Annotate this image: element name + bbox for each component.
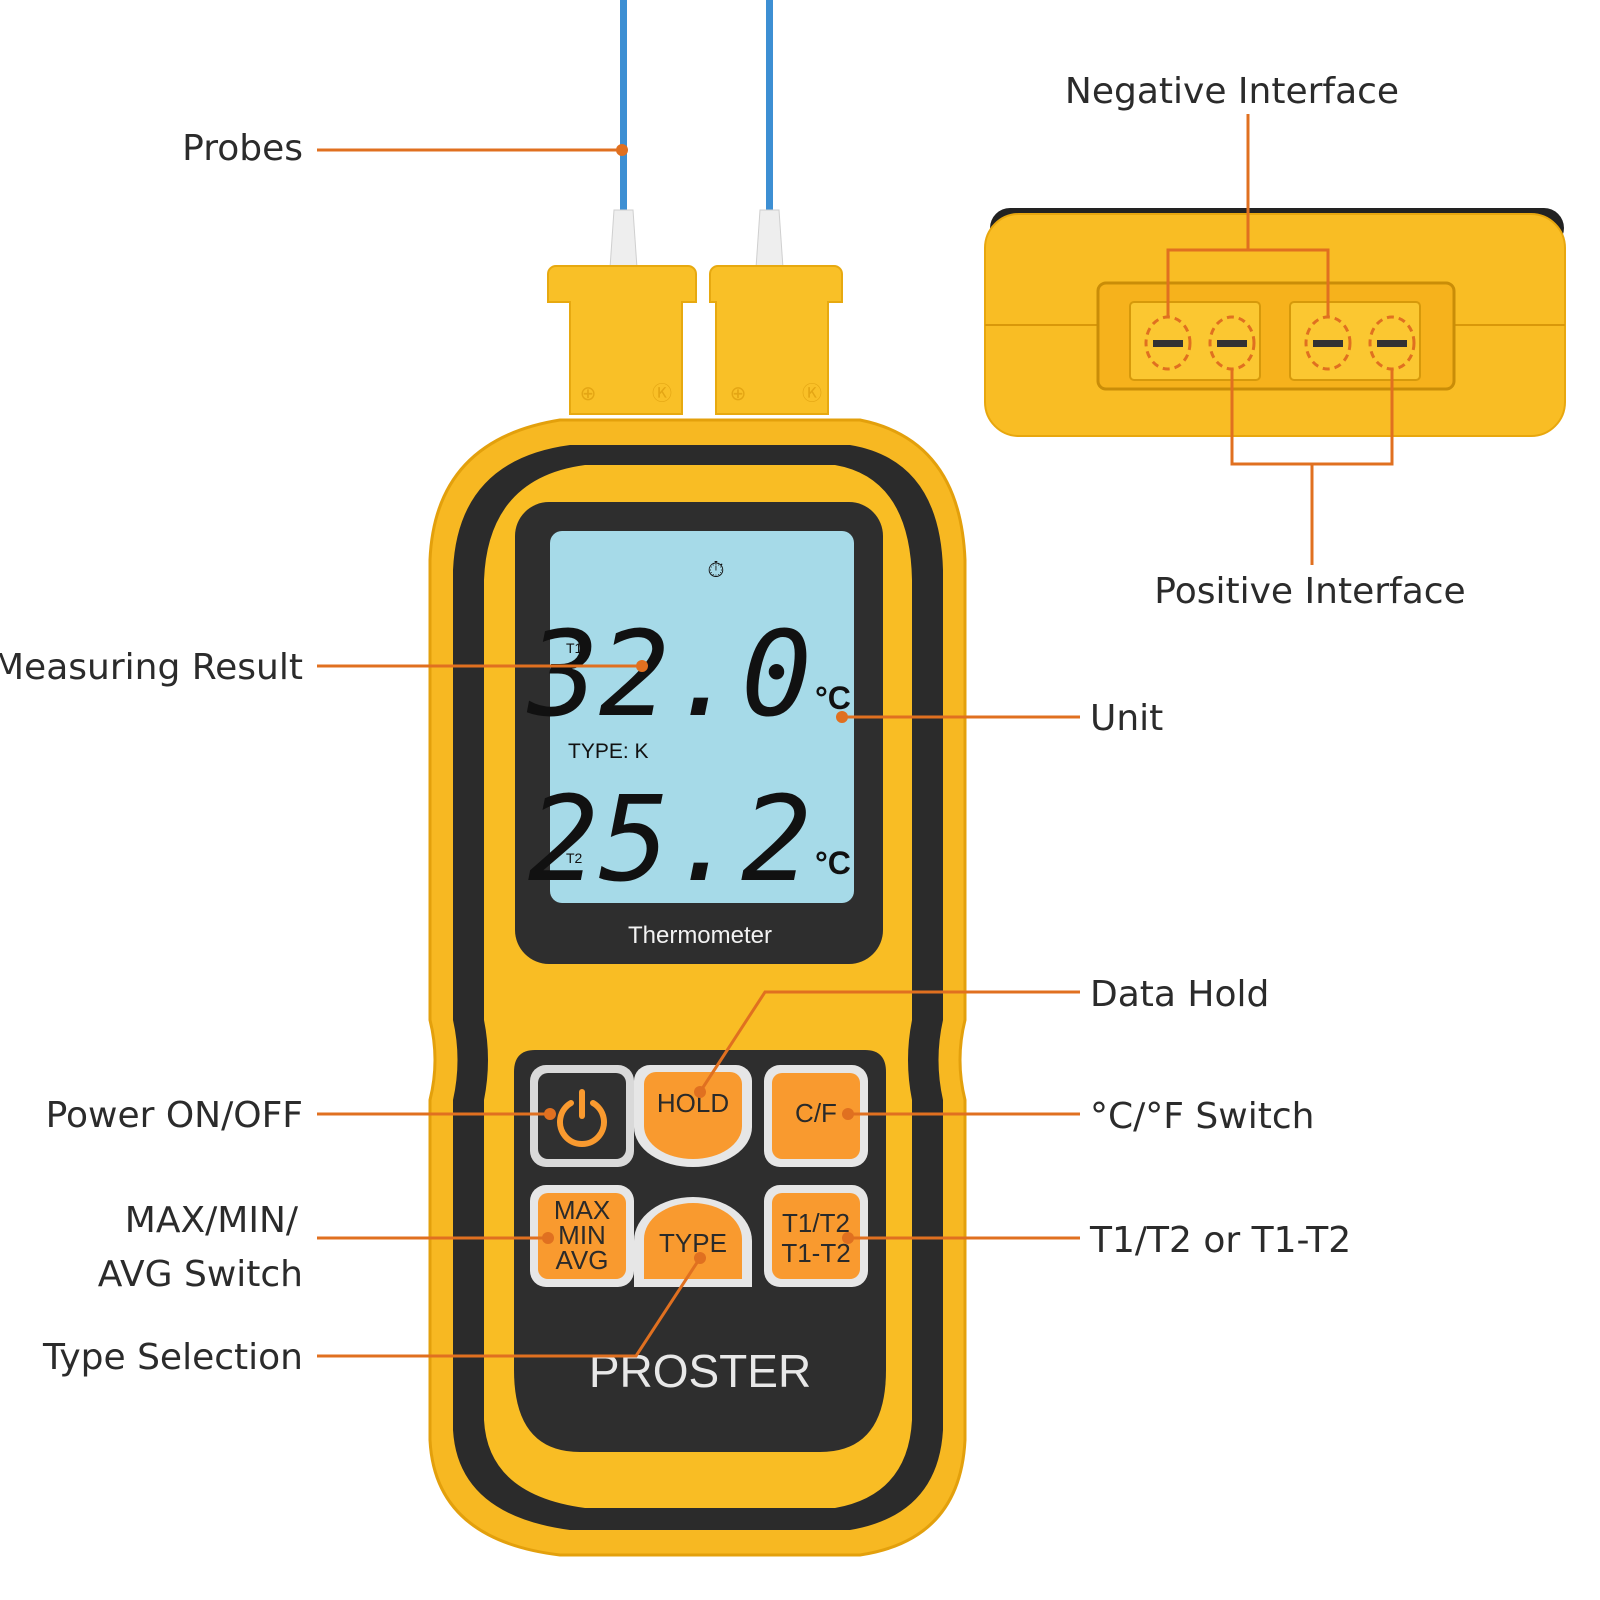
dot-probes	[616, 144, 628, 156]
lcd-type-text: TYPE: K	[568, 740, 649, 763]
lcd-t2-unit: °C	[815, 845, 851, 881]
type-button[interactable]: TYPE	[634, 1197, 752, 1287]
power-icon	[557, 1089, 607, 1148]
label-positive-interface: Positive Interface	[1154, 571, 1465, 612]
probe-sleeve-left	[609, 209, 638, 269]
dot-maxminavg	[542, 1232, 554, 1244]
pin-pos-2	[1368, 315, 1416, 371]
lcd-t2-label: T2	[566, 850, 583, 866]
leader-negative-branch	[1166, 248, 1330, 318]
t1t2-label: T1/T2	[782, 1208, 850, 1238]
t1t2-button[interactable]: T1/T2 T1-T2	[764, 1185, 868, 1287]
lcd-t1-unit: °C	[815, 680, 851, 716]
pin-pos-1	[1208, 315, 1256, 371]
dot-power	[544, 1108, 556, 1120]
label-probes: Probes	[182, 128, 303, 169]
callout-labels: Probes Negative Interface Positive Inter…	[0, 71, 1466, 1378]
dot-t1t2	[842, 1232, 854, 1244]
hold-button[interactable]: HOLD	[634, 1065, 752, 1167]
slot-1	[1153, 340, 1183, 347]
inset-socket-right	[1289, 301, 1421, 381]
plug-k-right: Ⓚ	[802, 381, 822, 405]
top-view-inset	[984, 208, 1566, 437]
label-maxminavg-line1: MAX/MIN/	[125, 1200, 299, 1241]
label-cf-switch: °C/°F Switch	[1090, 1096, 1314, 1137]
hold-button-label: HOLD	[657, 1088, 729, 1118]
plug-k-left: Ⓚ	[652, 381, 672, 405]
leader-dots	[542, 144, 854, 1264]
label-data-hold: Data Hold	[1090, 974, 1269, 1015]
lcd-t1-label: T1	[566, 640, 583, 656]
label-power: Power ON/OFF	[46, 1095, 303, 1136]
label-maxminavg-line2: AVG Switch	[98, 1254, 303, 1295]
leader-lines	[317, 114, 1394, 1358]
lcd-content: ⏱ T1 32.0 °C TYPE: K T2 25.2 °C Thermome…	[526, 558, 851, 949]
label-measuring-result: Measuring Result	[0, 647, 303, 688]
probe-wire-left	[620, 0, 627, 215]
leader-data-hold	[698, 990, 1080, 1093]
maxminavg-button[interactable]: MAX MIN AVG	[530, 1185, 634, 1287]
leader-type-selection	[317, 1257, 702, 1358]
dot-cf	[842, 1108, 854, 1120]
keypad-buttons: HOLD C/F MAX MIN AVG TYPE T1/T2 T1-T2	[530, 1065, 868, 1397]
timer-icon: ⏱	[707, 558, 724, 583]
cf-button-label: C/F	[795, 1098, 837, 1128]
plug-plus-left: ⊕	[580, 381, 597, 405]
lcd-t2-value: 25.2	[528, 770, 812, 908]
dot-type-selection	[694, 1252, 706, 1264]
label-type-selection: Type Selection	[42, 1337, 303, 1378]
inset-socket-left	[1129, 301, 1261, 381]
label-negative-interface: Negative Interface	[1065, 71, 1399, 112]
power-button[interactable]	[530, 1065, 634, 1167]
dot-data-hold	[694, 1086, 706, 1098]
type-button-label: TYPE	[659, 1228, 727, 1258]
slot-2	[1217, 340, 1247, 347]
max-label: MAX	[554, 1195, 610, 1225]
dot-measuring-result	[636, 660, 648, 672]
brand-label: PROSTER	[589, 1345, 811, 1397]
label-unit: Unit	[1090, 698, 1163, 739]
t1minust2-label: T1-T2	[781, 1238, 850, 1268]
probe-sleeve-right	[755, 209, 784, 269]
avg-label: AVG	[556, 1245, 609, 1275]
lcd-t1-value: 32.0	[526, 605, 812, 743]
model-label: Thermometer	[628, 922, 772, 949]
slot-3	[1313, 340, 1343, 347]
label-t1t2: T1/T2 or T1-T2	[1089, 1220, 1351, 1261]
cf-button[interactable]: C/F	[764, 1065, 868, 1167]
slot-4	[1377, 340, 1407, 347]
probe-plug-right	[709, 265, 843, 415]
plug-plus-right: ⊕	[730, 381, 747, 405]
probes: ⊕ Ⓚ ⊕ Ⓚ	[547, 0, 843, 415]
lcd-screen	[550, 531, 854, 903]
probe-wire-right	[766, 0, 773, 215]
dot-unit	[836, 711, 848, 723]
probe-plug-left	[547, 265, 697, 415]
min-label: MIN	[558, 1220, 606, 1250]
